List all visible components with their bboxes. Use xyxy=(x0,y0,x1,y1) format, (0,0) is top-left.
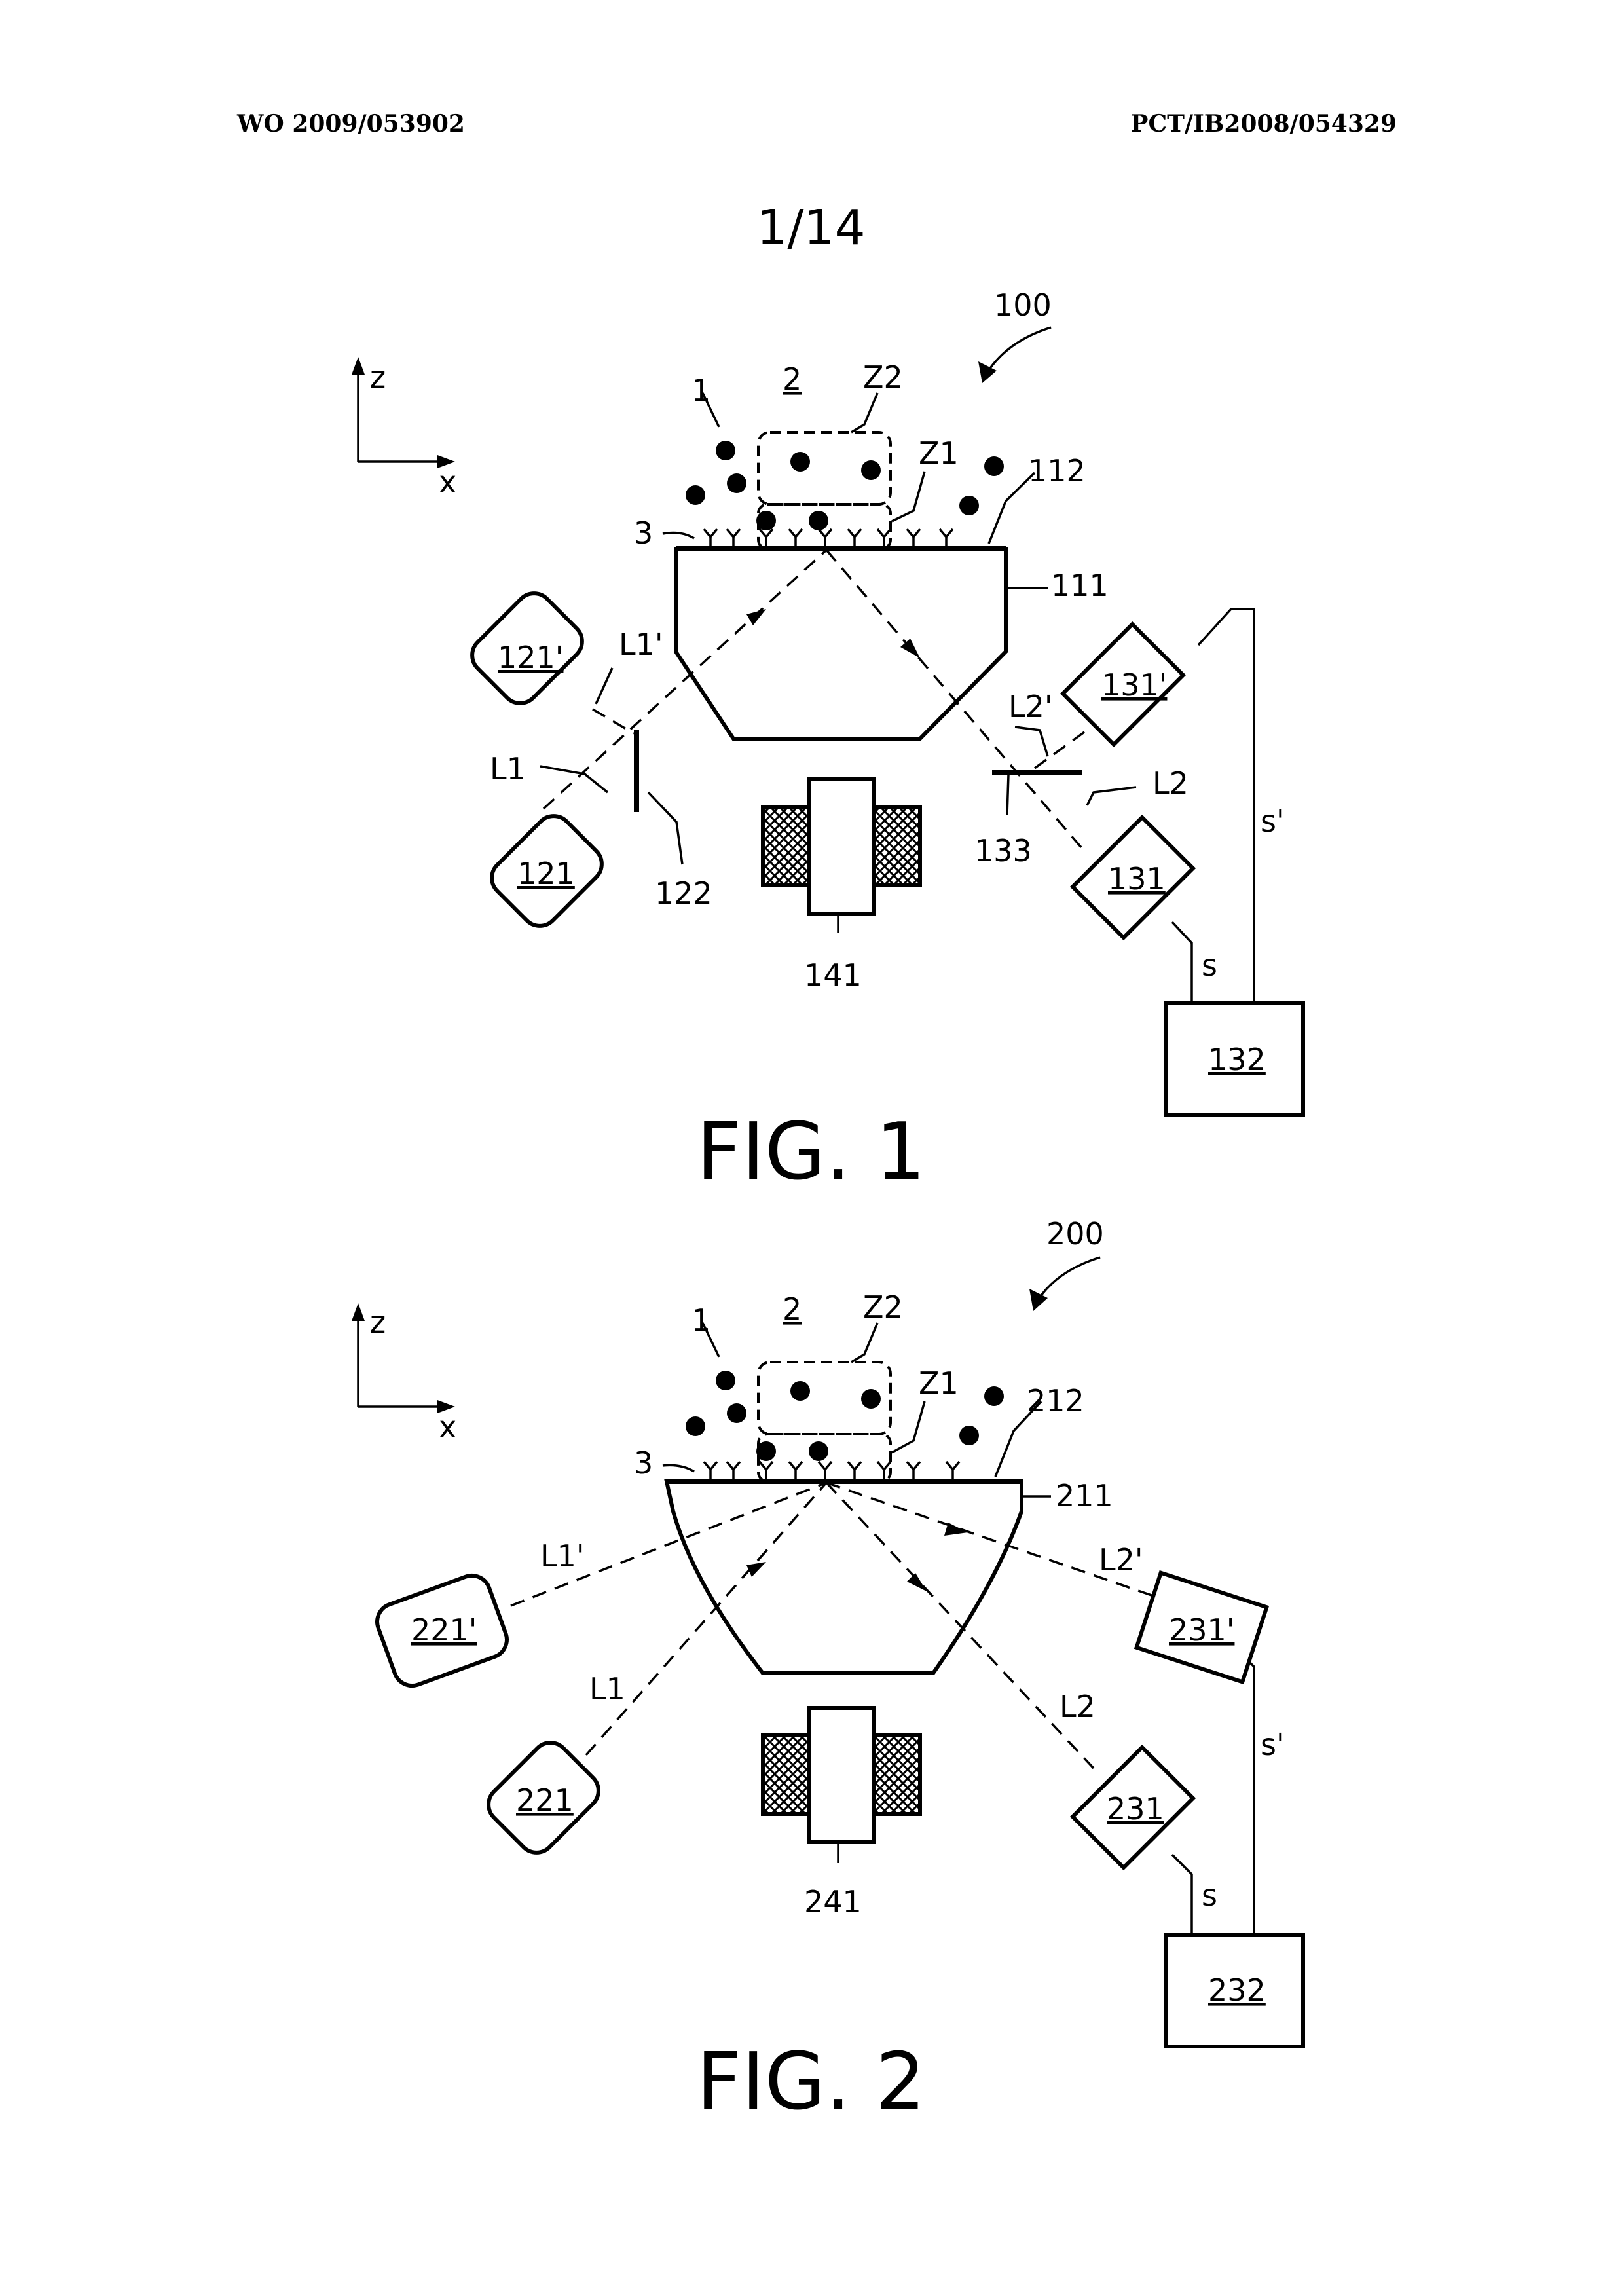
label-s: s xyxy=(1202,1878,1217,1913)
label-1: 1 xyxy=(691,1303,710,1338)
leader-lines xyxy=(663,1323,1051,1496)
label-231: 231 xyxy=(1107,1791,1164,1826)
label-221p: 221' xyxy=(411,1612,477,1648)
figure-2-diagram: 200 z x xyxy=(0,0,1622,2096)
capture-antibodies-3 xyxy=(704,1462,959,1481)
label-241: 241 xyxy=(804,1884,862,1919)
label-212: 212 xyxy=(1027,1383,1084,1418)
label-l1p: L1' xyxy=(540,1538,585,1574)
label-l2: L2 xyxy=(1060,1689,1096,1724)
magnet-coil-right xyxy=(874,1735,920,1814)
label-s-prime: s' xyxy=(1261,1727,1285,1762)
figure-2-caption: FIG. 2 xyxy=(0,2037,1622,2128)
label-211: 211 xyxy=(1056,1478,1113,1513)
ref-device-arrow xyxy=(1038,1257,1100,1300)
label-l2p: L2' xyxy=(1099,1542,1143,1578)
label-3: 3 xyxy=(634,1445,653,1481)
label-2: 2 xyxy=(783,1291,802,1327)
axis-indicator: z x xyxy=(352,1303,456,1445)
ref-device: 200 xyxy=(1046,1216,1104,1251)
magnet-core-241 xyxy=(809,1708,874,1842)
magnet-coil-left xyxy=(763,1735,809,1814)
light-paths xyxy=(511,1483,1159,1768)
label-l1: L1 xyxy=(589,1671,625,1707)
label-231p: 231' xyxy=(1169,1612,1234,1648)
signal-line-s xyxy=(1172,1855,1192,1935)
axis-z-label: z xyxy=(370,1305,386,1340)
signal-line-s-prime xyxy=(1247,1660,1254,1935)
prism-211 xyxy=(667,1481,1022,1673)
label-232: 232 xyxy=(1208,1972,1266,2008)
label-z1: Z1 xyxy=(919,1365,959,1401)
label-221: 221 xyxy=(516,1783,574,1818)
label-z2: Z2 xyxy=(863,1289,903,1325)
axis-x-label: x xyxy=(439,1409,456,1445)
